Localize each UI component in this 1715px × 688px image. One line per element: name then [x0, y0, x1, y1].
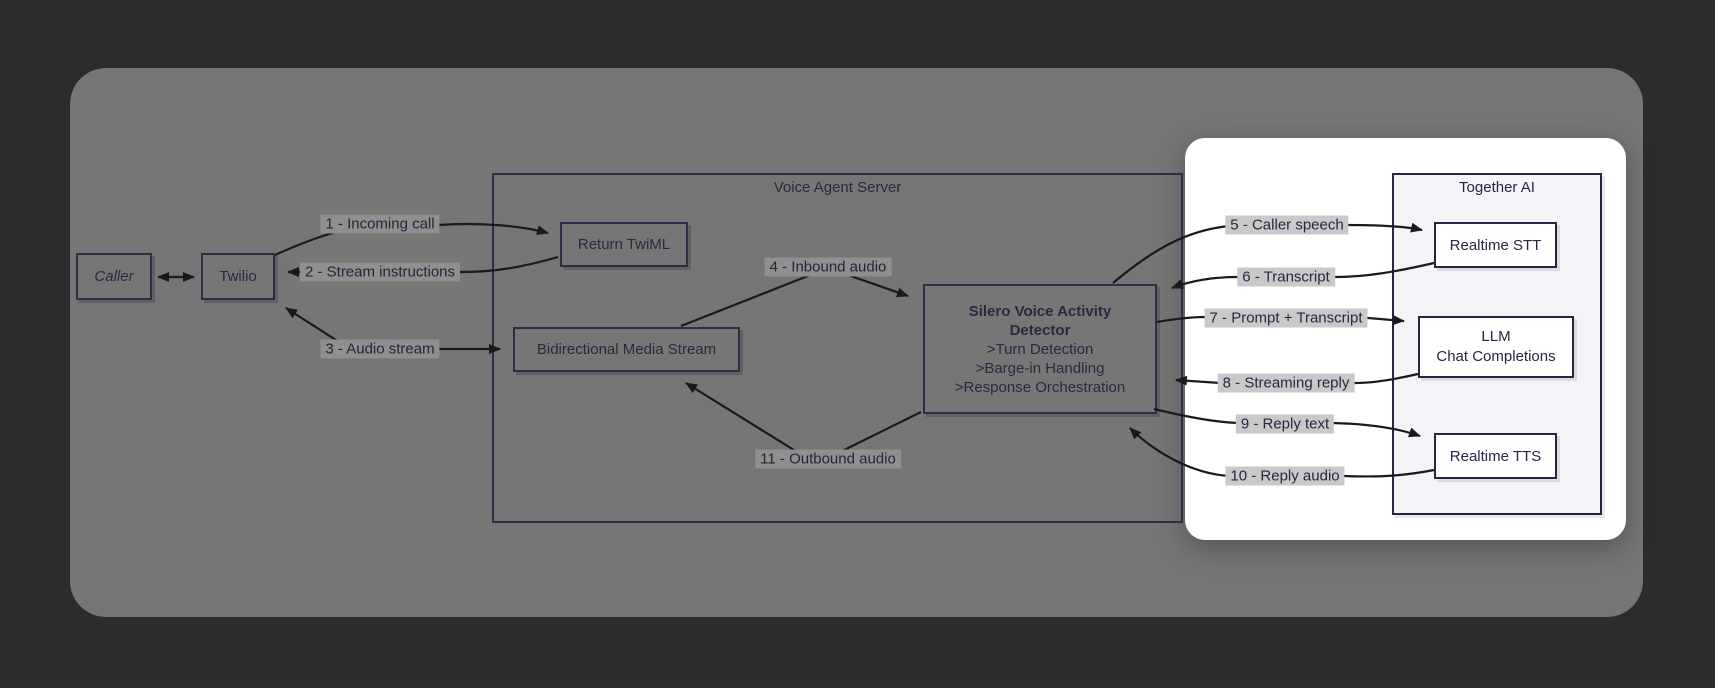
- edge-label-transcript: 6 - Transcript: [1237, 267, 1335, 287]
- edge-label-inbound-audio: 4 - Inbound audio: [764, 257, 892, 277]
- together-ai-title: Together AI: [1459, 179, 1535, 196]
- arrow-streaming-reply: [1175, 372, 1419, 386]
- edge-label-reply-audio: 10 - Reply audio: [1225, 466, 1345, 486]
- node-realtime-stt-label: Realtime STT: [1449, 236, 1542, 254]
- arrow-outbound-audio-b: [685, 382, 803, 456]
- arrow-outbound-audio-a: [837, 411, 922, 454]
- node-return-twiml-label: Return TwiML: [577, 236, 671, 253]
- edge-label-audio-stream: 3 - Audio stream: [320, 339, 440, 359]
- node-caller-label: Caller: [94, 268, 134, 285]
- arrow-transcript: [1171, 261, 1435, 290]
- edge-label-streaming-reply: 8 - Streaming reply: [1217, 373, 1355, 393]
- edge-label-prompt-transcript: 7 - Prompt + Transcript: [1204, 308, 1368, 328]
- node-llm-line2: Chat Completions: [1436, 348, 1556, 365]
- node-realtime-tts-label: Realtime TTS: [1449, 447, 1542, 465]
- arrow-inbound-audio: [680, 266, 909, 328]
- node-silero-title: Silero Voice Activity Detector: [968, 302, 1112, 339]
- arrow-stream-instructions: [287, 255, 559, 277]
- edge-label-reply-text: 9 - Reply text: [1235, 414, 1335, 434]
- node-return-twiml: Return TwiML: [560, 222, 688, 267]
- node-realtime-tts: Realtime TTS: [1434, 433, 1557, 479]
- node-silero-item-response-orchestration: >Response Orchestration: [954, 378, 1126, 396]
- node-twilio: Twilio: [201, 253, 275, 300]
- node-silero-item-barge-in: >Barge-in Handling: [975, 359, 1105, 377]
- node-llm-chat-completions: LLM Chat Completions: [1418, 316, 1574, 378]
- node-caller: Caller: [76, 253, 152, 300]
- voice-agent-server-title: Voice Agent Server: [773, 179, 902, 196]
- node-llm-line1: LLM: [1481, 328, 1511, 345]
- node-bidirectional-media-stream: Bidirectional Media Stream: [513, 327, 740, 372]
- node-twilio-label: Twilio: [219, 268, 257, 285]
- edge-label-stream-instructions: 2 - Stream instructions: [299, 262, 461, 282]
- edge-label-outbound-audio: 11 - Outbound audio: [755, 449, 901, 469]
- node-realtime-stt: Realtime STT: [1434, 222, 1557, 268]
- edge-label-caller-speech: 5 - Caller speech: [1225, 215, 1349, 235]
- node-silero-item-turn-detection: >Turn Detection: [986, 340, 1094, 358]
- node-silero-vad: Silero Voice Activity Detector >Turn Det…: [923, 284, 1157, 414]
- node-bms-label: Bidirectional Media Stream: [536, 341, 717, 358]
- edge-label-incoming-call: 1 - Incoming call: [320, 214, 440, 234]
